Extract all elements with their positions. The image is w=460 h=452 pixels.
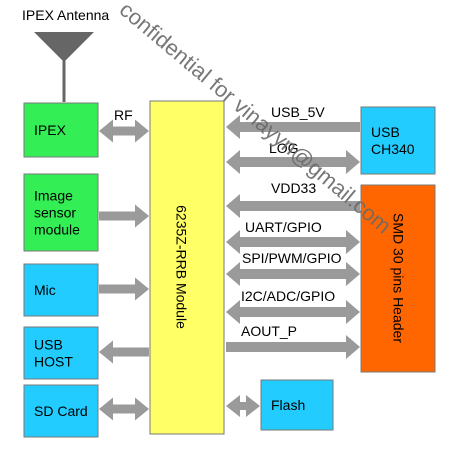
flash-arrow (226, 395, 260, 417)
usb-host-label-line: HOST (34, 354, 73, 370)
image-sensor-arrow (99, 204, 149, 228)
usb-ch340-rect (360, 106, 436, 175)
sd-card-block: SD Card (23, 384, 99, 438)
flash-label-line: Flash (271, 397, 305, 413)
usb-ch340-label-line: CH340 (371, 141, 415, 157)
link-label-rf: RF (114, 107, 133, 123)
link-label-usb-5v: USB_5V (271, 104, 325, 120)
mic-arrow (99, 277, 149, 301)
i2c-arrow (226, 300, 360, 324)
image-sensor-label-line: Image (34, 188, 73, 204)
link-label-vdd33: VDD33 (271, 180, 316, 196)
image-sensor-rect (23, 173, 99, 252)
link-label-uart: UART/GPIO (245, 219, 322, 235)
sd-card-arrow (99, 397, 149, 421)
header-label: SMD 30 pins Header (390, 213, 406, 343)
usb-5v-arrow (226, 115, 360, 139)
connection-arrows (99, 115, 360, 421)
ipex-rf-arrow (99, 119, 149, 143)
spi-arrow (226, 262, 360, 286)
diagram-title: IPEX Antenna (22, 7, 109, 23)
flash-rect (260, 379, 334, 431)
sd-card-rect (23, 384, 99, 438)
image-sensor-label-line: sensor (34, 205, 76, 221)
usb-host-rect (23, 326, 99, 380)
image-sensor-label-line: module (34, 222, 80, 238)
antenna-icon (34, 32, 94, 102)
ipex-label-line: IPEX (34, 122, 67, 138)
usb-host-arrow (99, 340, 149, 364)
uart-arrow (226, 230, 360, 254)
log-arrow (226, 150, 360, 174)
mic-block: Mic (23, 263, 99, 317)
header-block: SMD 30 pins Header (360, 184, 436, 373)
usb-host-label-line: USB (34, 337, 63, 353)
module-label: 6235Z-RRB Module (173, 205, 189, 329)
link-label-aout: AOUT_P (241, 323, 297, 339)
link-label-log: LOG (269, 140, 299, 156)
mic-rect (23, 263, 99, 317)
link-label-spi: SPI/PWM/GPIO (242, 250, 342, 266)
ipex-block: IPEX (23, 102, 99, 158)
module-block: 6235Z-RRB Module (149, 100, 225, 435)
link-label-i2c: I2C/ADC/GPIO (241, 288, 335, 304)
mic-label-line: Mic (34, 282, 56, 298)
aout-arrow (226, 335, 360, 359)
ipex-rect (23, 102, 99, 158)
sd-card-label-line: SD Card (34, 403, 88, 419)
usb-ch340-label-line: USB (371, 124, 400, 140)
vdd33-arrow (226, 194, 360, 218)
flash-block: Flash (260, 379, 334, 431)
